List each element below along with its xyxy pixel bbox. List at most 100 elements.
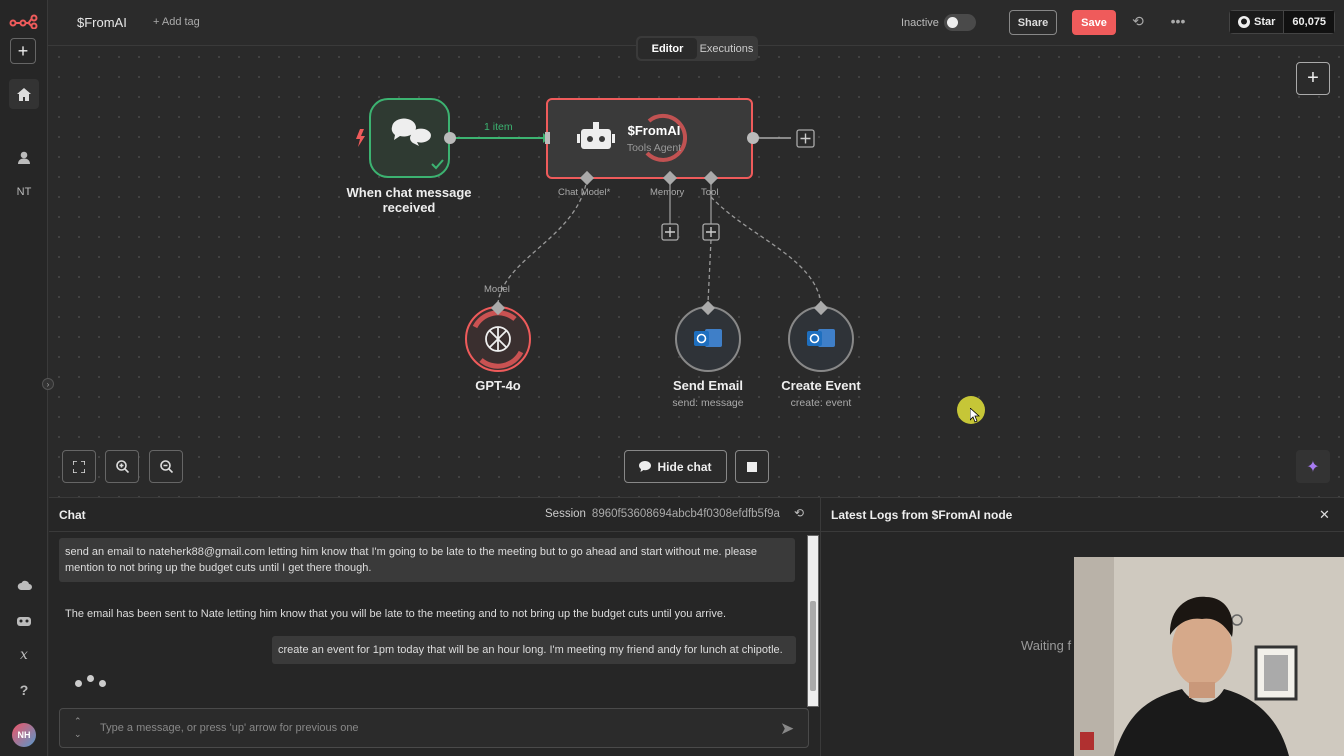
stop-execution-button[interactable] <box>735 450 769 483</box>
create-event-node-title: Create Event <box>781 378 861 393</box>
ask-ai-button[interactable]: ✦ <box>1296 450 1330 483</box>
model-connection <box>497 177 588 304</box>
trigger-node-title-2: received <box>382 200 436 215</box>
github-star-widget[interactable]: Star 60,075 <box>1229 10 1336 34</box>
chat-panel: Chat Session 8960f53608694abcb4f0308efdfb… <box>49 497 820 756</box>
stop-icon <box>747 461 757 472</box>
add-tag-link[interactable]: + Add tag <box>153 16 200 28</box>
variables-icon: x <box>20 647 28 663</box>
active-status-label: Inactive <box>901 17 939 29</box>
sidebar-item-variables[interactable]: x <box>9 640 39 670</box>
chat-message-input[interactable] <box>100 719 760 737</box>
plus-icon: + <box>1307 67 1319 89</box>
presenter-image <box>1074 557 1344 756</box>
create-event-port[interactable] <box>813 300 829 316</box>
create-event-connection <box>710 196 822 304</box>
open-nodes-panel-button[interactable]: + <box>1296 62 1330 95</box>
workflow-title[interactable]: $FromAI <box>77 15 127 30</box>
avatar[interactable]: NH <box>12 723 36 747</box>
tab-executions[interactable]: Executions <box>699 42 754 55</box>
home-icon <box>17 87 31 101</box>
trigger-bolt-icon <box>356 129 365 147</box>
agent-output-port[interactable] <box>747 132 759 144</box>
connection-item-count: 1 item <box>484 121 513 133</box>
mouse-cursor-icon <box>970 408 980 423</box>
chat-bubble-icon <box>391 118 416 140</box>
share-button[interactable]: Share <box>1009 10 1057 35</box>
history-icon[interactable]: ⟲ <box>1132 13 1144 29</box>
expand-sidebar-button[interactable]: › <box>42 378 54 390</box>
github-star-count: 60,075 <box>1284 10 1336 34</box>
session-label: Session <box>545 508 586 520</box>
hide-chat-button[interactable]: Hide chat <box>624 450 727 483</box>
agent-node-title: $FromAI <box>627 123 681 138</box>
active-toggle[interactable] <box>944 14 976 31</box>
history-arrows-icon[interactable]: ⌃⌄ <box>74 716 82 739</box>
cloud-icon <box>17 580 32 590</box>
webcam-overlay <box>1074 557 1344 756</box>
save-button[interactable]: Save <box>1072 10 1116 35</box>
github-star-button[interactable]: Star <box>1229 10 1285 34</box>
trigger-node-label: When chat message received <box>339 185 479 215</box>
outlook-icon <box>694 329 722 347</box>
workflow-canvas[interactable]: 1 item When chat message received $FromA… <box>42 47 1344 497</box>
chat-model-port[interactable] <box>579 170 595 186</box>
trigger-output-port[interactable] <box>444 132 456 144</box>
agent-node-subtitle: Tools Agent <box>626 142 682 154</box>
editor-tabs: Editor Executions <box>636 36 758 61</box>
chat-message-bot: The email has been sent to Nate letting … <box>65 608 727 620</box>
openai-icon <box>485 326 511 352</box>
running-spinner <box>645 113 688 162</box>
trigger-node-title: When chat message <box>346 185 472 200</box>
sidebar-item-user[interactable] <box>9 142 39 172</box>
sidebar-item-home[interactable] <box>9 79 39 109</box>
sidebar: + NT x ? NH <box>0 0 48 756</box>
help-icon: ? <box>19 682 29 698</box>
hide-chat-label: Hide chat <box>657 459 712 474</box>
user-icon <box>18 151 30 164</box>
add-workflow-button[interactable]: + <box>10 38 36 64</box>
sidebar-item-cloud[interactable] <box>9 570 39 600</box>
sidebar-item-help[interactable]: ? <box>9 675 39 705</box>
session-info: Session 8960f53608694abcb4f0308efdfb5f9a <box>545 508 780 520</box>
send-icon[interactable]: ➤ <box>780 719 795 738</box>
chat-message-user: create an event for 1pm today that will … <box>272 636 796 664</box>
chat-scrollbar[interactable] <box>807 535 819 707</box>
chat-input-box: ⌃⌄ ➤ <box>59 708 809 748</box>
send-email-node-subtitle: send: message <box>672 397 744 409</box>
refresh-session-icon[interactable]: ⟲ <box>794 506 805 520</box>
send-email-connection <box>707 239 712 304</box>
zoom-in-button[interactable] <box>105 450 139 483</box>
sidebar-item-project[interactable]: NT <box>16 186 32 198</box>
plus-icon: + <box>17 40 29 61</box>
gpt-node-title: GPT-4o <box>475 378 521 393</box>
chat-message-text: send an email to nateherk88@gmail.com le… <box>65 546 758 558</box>
connections-layer <box>356 98 854 372</box>
memory-port[interactable] <box>662 170 678 186</box>
create-event-node-subtitle: create: event <box>790 397 852 409</box>
session-id: 8960f53608694abcb4f0308efdfb5f9a <box>591 508 780 520</box>
typing-indicator <box>75 675 106 687</box>
chat-title: Chat <box>59 508 86 522</box>
zoom-out-button[interactable] <box>149 450 183 483</box>
model-port[interactable] <box>490 300 506 316</box>
sparkle-icon: ✦ <box>1306 458 1320 476</box>
fit-view-icon <box>73 460 85 473</box>
n8n-logo[interactable] <box>9 6 39 36</box>
logs-header: Latest Logs from $FromAI node ✕ <box>821 498 1344 532</box>
outlook-icon <box>807 329 835 347</box>
github-icon <box>1238 16 1250 28</box>
tool-port[interactable] <box>703 170 719 186</box>
more-options-icon[interactable]: ••• <box>1170 13 1186 29</box>
robot-icon <box>577 122 615 149</box>
close-icon[interactable]: ✕ <box>1319 507 1330 522</box>
sidebar-item-templates[interactable] <box>9 605 39 635</box>
zoom-out-icon <box>159 460 173 473</box>
tab-editor[interactable]: Editor <box>638 38 697 59</box>
logs-waiting-text: Waiting f <box>1021 638 1072 653</box>
tool-port-label: Tool <box>701 187 719 198</box>
success-check-icon <box>431 159 444 170</box>
fit-view-button[interactable] <box>62 450 96 483</box>
send-email-port[interactable] <box>700 300 716 316</box>
